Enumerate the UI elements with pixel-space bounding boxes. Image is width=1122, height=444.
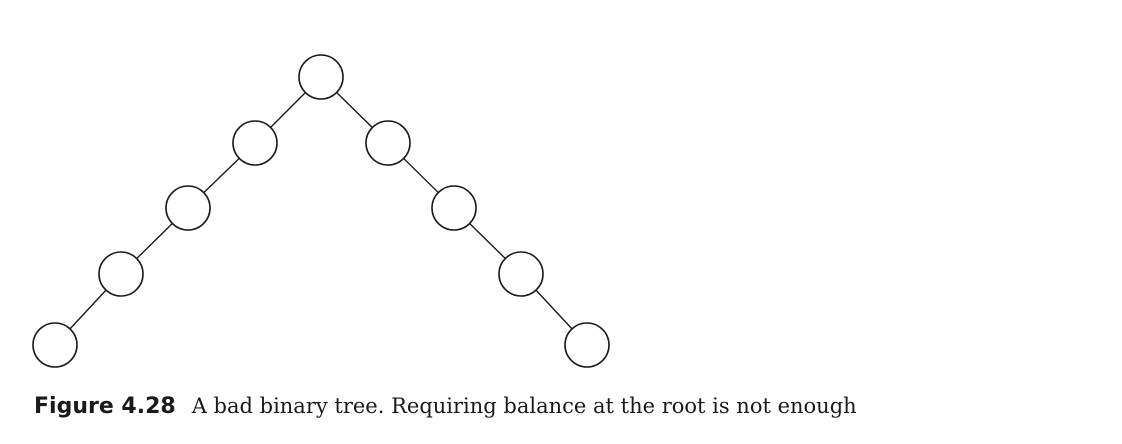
figure-label: Figure 4.28 — [34, 394, 176, 419]
tree-edge-root-L1 — [270, 92, 306, 128]
tree-node-R1 — [365, 120, 411, 166]
tree-edge-R2-R3 — [469, 222, 506, 260]
tree-node-L4 — [32, 322, 78, 368]
tree-edge-L3-L4 — [69, 289, 107, 330]
tree-edge-L1-L2 — [203, 157, 240, 194]
tree-edge-R1-R2 — [403, 157, 439, 194]
figure-caption-text: A bad binary tree. Requiring balance at … — [191, 394, 857, 418]
tree-node-R3 — [498, 251, 544, 297]
tree-nodes — [32, 54, 610, 368]
tree-node-L2 — [165, 185, 211, 231]
tree-node-R4 — [564, 322, 610, 368]
tree-node-R2 — [431, 185, 477, 231]
tree-edges — [69, 91, 573, 330]
figure-caption: Figure 4.28 A bad binary tree. Requiring … — [34, 394, 857, 419]
tree-node-root — [298, 54, 344, 100]
tree-edge-R3-R4 — [535, 289, 573, 330]
tree-node-L3 — [98, 251, 144, 297]
tree-node-L1 — [232, 120, 278, 166]
tree-edge-root-R1 — [336, 91, 373, 129]
tree-edge-L2-L3 — [136, 222, 173, 260]
